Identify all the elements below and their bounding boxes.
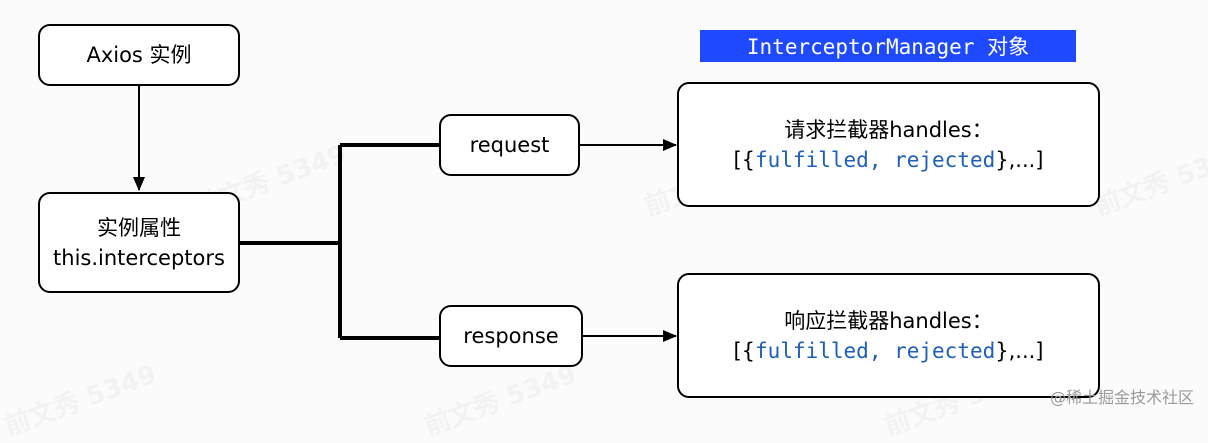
request-handlers-array: [{fulfilled, rejected},...] [733, 147, 1044, 172]
axios-instance-node: Axios 实例 [38, 24, 240, 86]
response-handlers-array: [{fulfilled, rejected},...] [733, 338, 1044, 363]
instance-property-name: this.interceptors [53, 245, 225, 270]
request-handlers-node: 请求拦截器handles： [{fulfilled, rejected},...… [677, 82, 1100, 207]
connector-lines [133, 85, 677, 342]
response-node: response [439, 305, 583, 367]
instance-property-title: 实例属性 [97, 215, 181, 240]
response-label: response [463, 324, 559, 348]
response-handlers-code: fulfilled, rejected [755, 338, 996, 363]
response-handlers-title: 响应拦截器handles： [784, 308, 993, 333]
instance-property-node: 实例属性 this.interceptors [38, 192, 240, 293]
interceptor-manager-label: InterceptorManager 对象 [700, 30, 1076, 62]
request-handlers-title: 请求拦截器handles： [784, 117, 993, 142]
footer-credit: @稀土掘金技术社区 [1049, 388, 1194, 407]
request-label: request [469, 133, 550, 157]
axios-instance-label: Axios 实例 [86, 43, 192, 67]
response-handlers-node: 响应拦截器handles： [{fulfilled, rejected},...… [677, 273, 1100, 398]
bracket-connector [240, 143, 440, 340]
request-handlers-code: fulfilled, rejected [755, 147, 996, 172]
request-node: request [439, 114, 580, 176]
